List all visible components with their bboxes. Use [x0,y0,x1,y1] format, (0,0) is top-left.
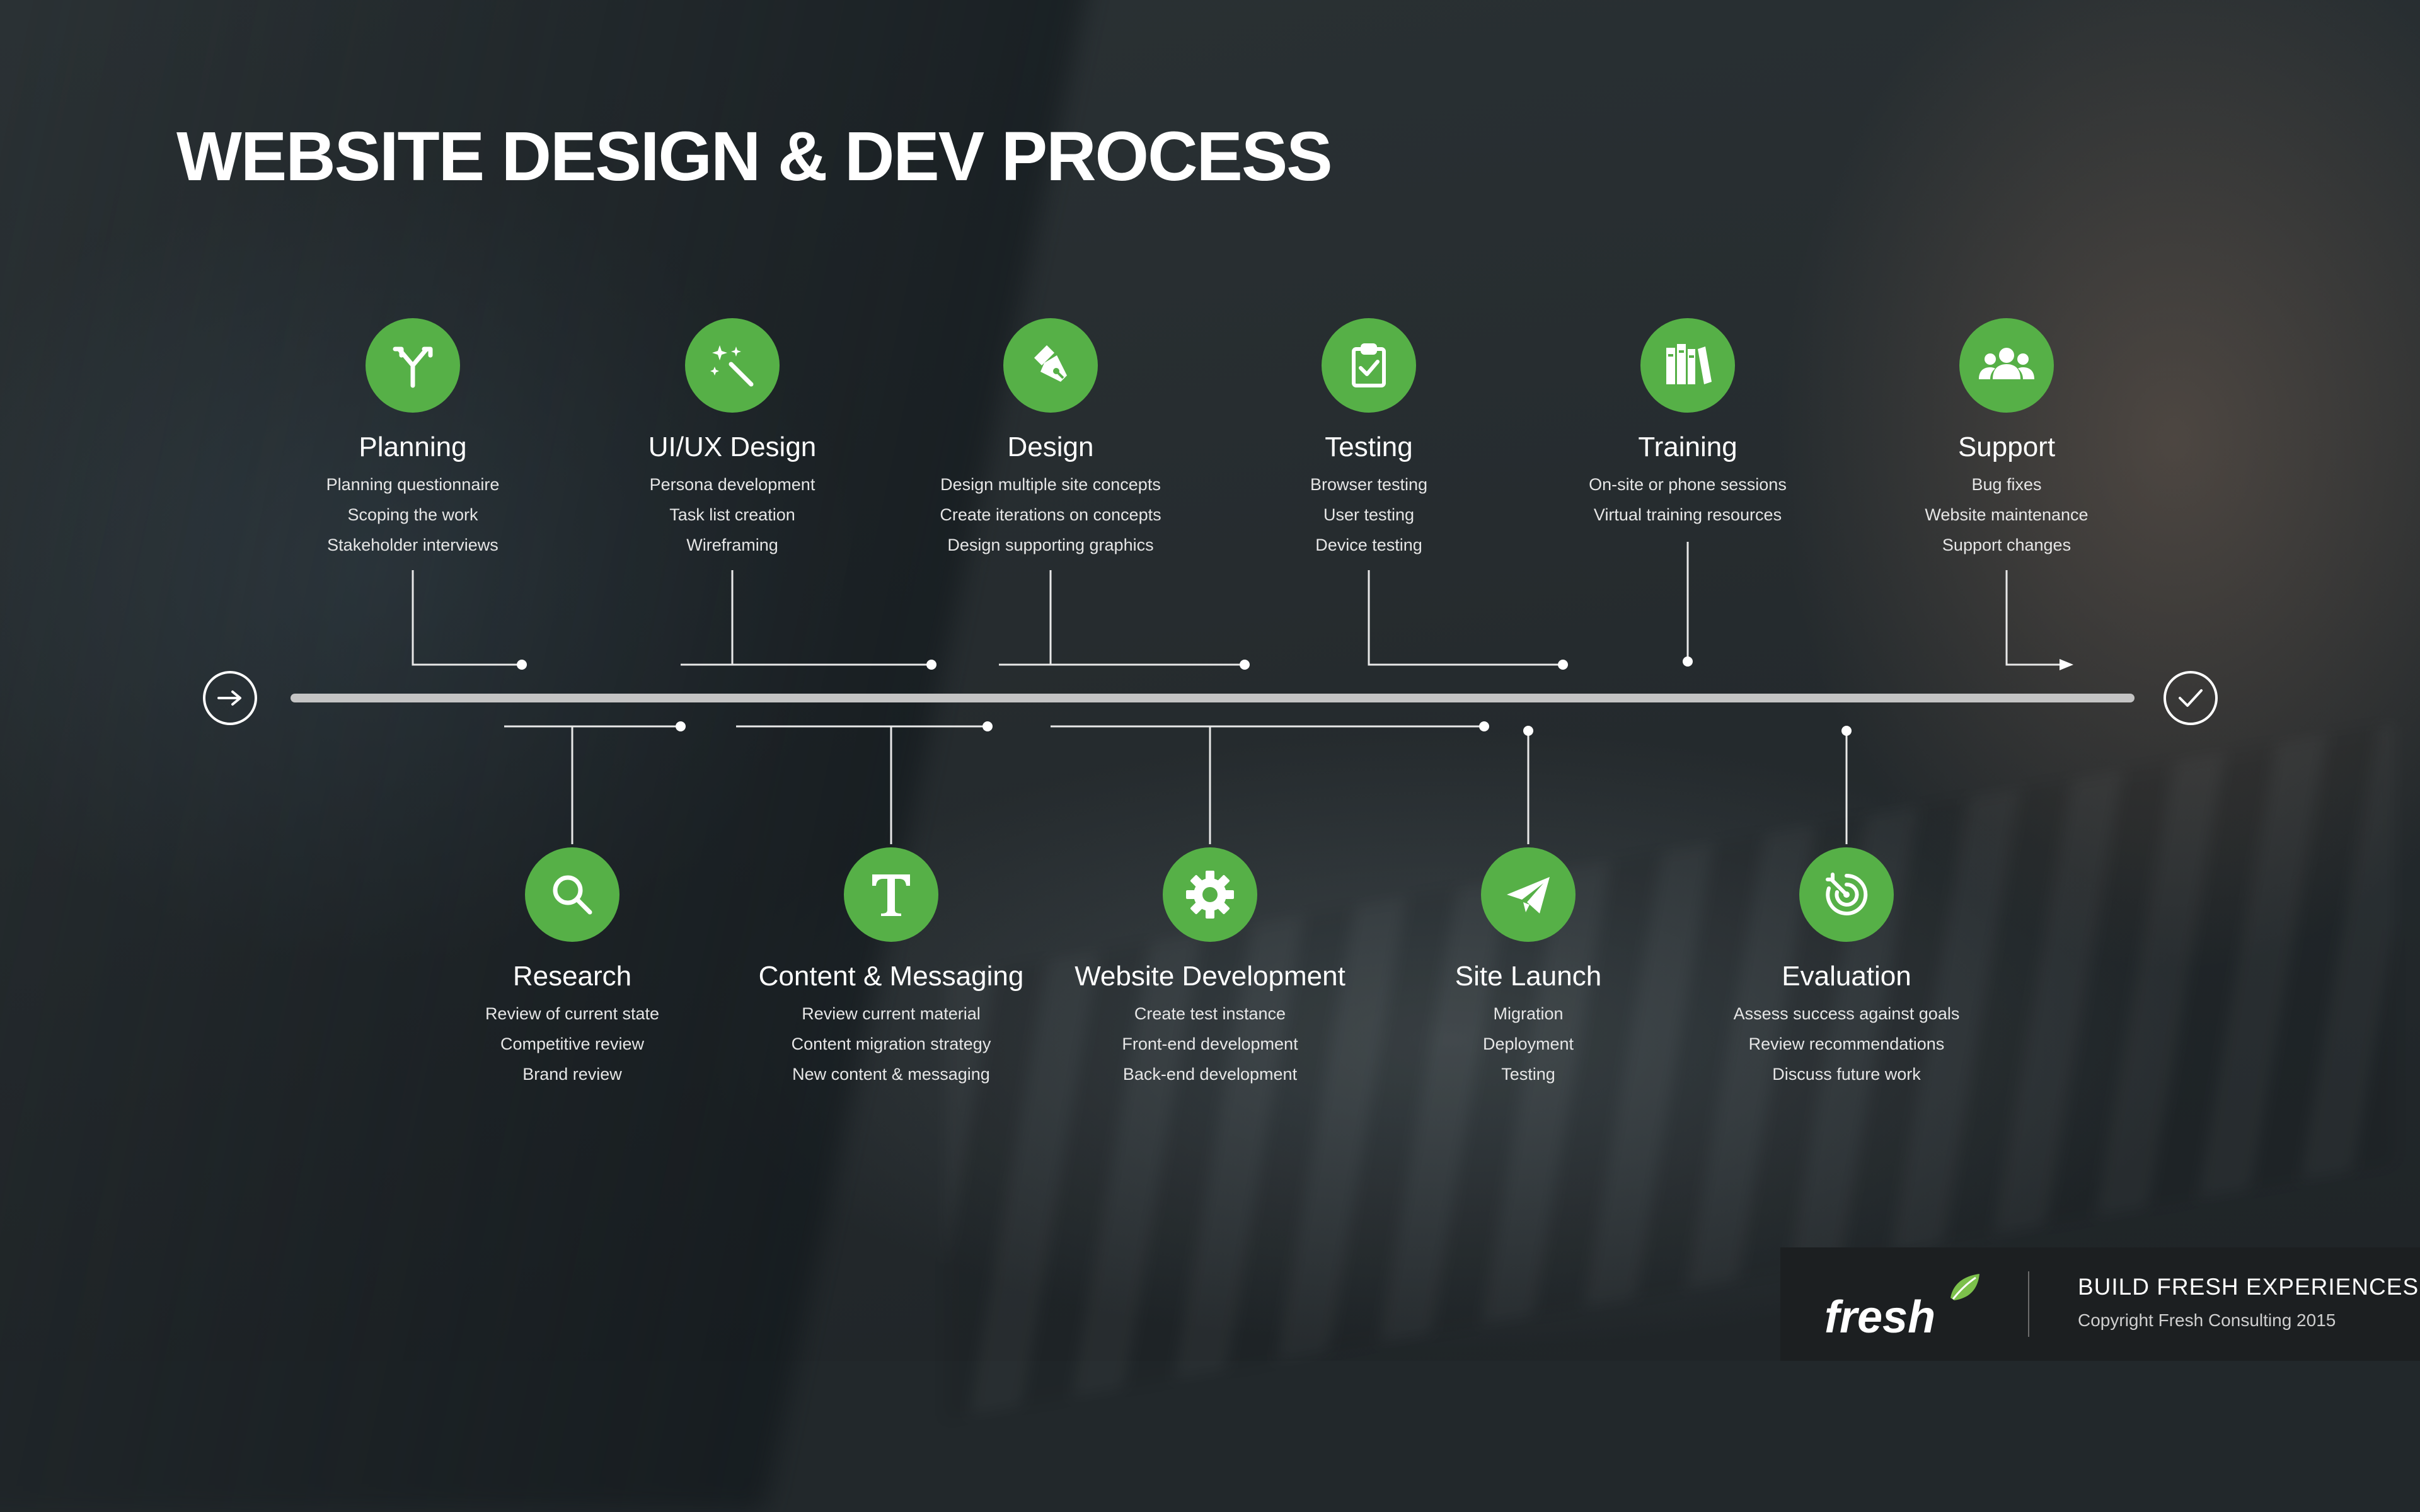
stage-item: Wireframing [686,536,778,554]
stage-item: Testing [1501,1065,1555,1084]
stage-item: Scoping the work [347,505,478,524]
stage-title: Research [512,961,632,992]
magic-wand-icon [685,318,780,413]
split-arrow-icon [366,318,460,413]
dot-design [1240,660,1250,670]
stage-uiux-design: UI/UX Design Persona development Task li… [543,318,921,560]
dot-eval [1841,726,1852,736]
stage-item: Create test instance [1134,1004,1286,1023]
stage-title: Testing [1325,432,1413,462]
footer-tagline: BUILD FRESH EXPERIENCES [2078,1274,2419,1300]
footer-bar: fresh BUILD FRESH EXPERIENCES Copyright … [1780,1247,2420,1361]
dot-dev [1479,721,1489,731]
stage-title: Evaluation [1782,961,1911,992]
stage-item: Brand review [522,1065,622,1084]
stage-item: Bug fixes [1971,475,2042,494]
magnifier-icon [525,847,619,942]
stage-item: Review recommendations [1748,1034,1945,1053]
clipboard-check-icon [1322,318,1416,413]
stage-item: Website maintenance [1925,505,2089,524]
stage-title: Design [1007,432,1094,462]
start-arrow-icon [203,671,257,725]
group-icon [1959,318,2054,413]
page-title: WEBSITE DESIGN & DEV PROCESS [176,118,1333,195]
gear-icon [1163,847,1257,942]
dot-testing [1558,660,1568,670]
stage-item: New content & messaging [792,1065,990,1084]
stage-title: Website Development [1075,961,1345,992]
footer-divider [2028,1271,2029,1337]
dot-launch [1523,726,1533,736]
stage-item: Review current material [802,1004,981,1023]
stage-item: Stakeholder interviews [327,536,498,554]
connector-uiux [681,570,931,666]
finish-check-icon [2164,671,2218,725]
stage-item: Support changes [1942,536,2071,554]
dot-planning [517,660,527,670]
svg-text:fresh: fresh [1824,1292,1935,1342]
stage-item: Design multiple site concepts [940,475,1161,494]
books-icon [1640,318,1735,413]
stage-website-development: Website Development Create test instance… [1021,847,1399,1089]
stage-title: Support [1957,432,2056,462]
text-t-icon [844,847,938,942]
stage-testing: Testing Browser testing User testing Dev… [1180,318,1558,560]
target-icon [1799,847,1894,942]
stage-item: On-site or phone sessions [1589,475,1787,494]
stage-item: Planning questionnaire [326,475,500,494]
dot-content [982,721,993,731]
stage-content-messaging: Content & Messaging Review current mater… [702,847,1080,1089]
paper-plane-icon [1481,847,1576,942]
stage-item: User testing [1323,505,1415,524]
stage-support: Support Bug fixes Website maintenance Su… [1818,318,2196,560]
stage-evaluation: Evaluation Assess success against goals … [1657,847,2036,1089]
stage-design: Design Design multiple site concepts Cre… [861,318,1240,560]
stage-research: Research Review of current state Competi… [383,847,761,1089]
footer-copyright: Copyright Fresh Consulting 2015 [2078,1310,2336,1330]
connector-dots-bottom [676,721,1852,736]
stage-item: Design supporting graphics [947,536,1154,554]
stage-item: Persona development [649,475,815,494]
stage-item: Task list creation [669,505,795,524]
stage-planning: Planning Planning questionnaire Scoping … [224,318,602,560]
stage-item: Content migration strategy [791,1034,991,1053]
dot-research [676,721,686,731]
dot-training [1683,656,1693,667]
stage-training: Training On-site or phone sessions Virtu… [1499,318,1877,530]
connector-planning [412,570,522,666]
stage-title: Training [1638,432,1737,462]
arrow-support [2060,659,2073,670]
stage-item: Discuss future work [1772,1065,1921,1084]
stage-title: UI/UX Design [648,432,817,462]
stage-title: Site Launch [1455,961,1602,992]
stage-site-launch: Site Launch Migration Deployment Testing [1339,847,1717,1089]
dot-uiux [926,660,936,670]
timeline-diagram [291,542,2135,844]
stage-item: Competitive review [500,1034,645,1053]
stage-item: Create iterations on concepts [940,505,1161,524]
connector-dots-top [517,656,2073,670]
connectors-top [412,542,2067,666]
fresh-logo: fresh [1824,1273,1982,1343]
stage-item: Device testing [1315,536,1422,554]
stage-item: Front-end development [1122,1034,1298,1053]
stage-title: Planning [359,432,467,462]
stage-item: Virtual training resources [1593,505,1782,524]
stage-item: Back-end development [1122,1065,1298,1084]
stage-item: Assess success against goals [1733,1004,1960,1023]
connector-design [999,570,1245,666]
connector-support [2005,570,2067,666]
stage-item: Review of current state [485,1004,660,1023]
stage-item: Migration [1493,1004,1564,1023]
stage-item: Deployment [1482,1034,1574,1053]
connector-testing [1368,570,1563,666]
connectors-bottom [504,725,1848,844]
stage-item: Browser testing [1310,475,1428,494]
pen-nib-icon [1003,318,1098,413]
stage-title: Content & Messaging [758,961,1024,992]
